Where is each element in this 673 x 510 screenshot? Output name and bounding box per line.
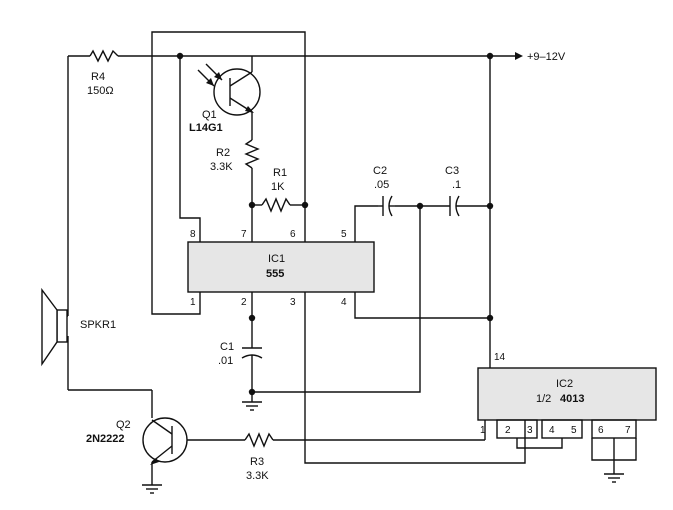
capacitor-c3 [449, 195, 490, 217]
ic2-part-label: 4013 [560, 393, 584, 405]
supply-voltage-label: +9–12V [527, 51, 566, 63]
ic1-pin-label: 6 [290, 229, 296, 240]
ground-symbol [142, 484, 162, 494]
r3-value-label: 3.3K [246, 470, 269, 482]
c2-ref-label: C2 [373, 165, 387, 177]
ic1-pin-label: 7 [241, 229, 247, 240]
c3-ref-label: C3 [445, 165, 459, 177]
transistor-q2 [142, 417, 188, 465]
ic1-pin-label: 1 [190, 297, 196, 308]
ic1-555-chip [187, 241, 375, 293]
ic1-pin-label: 3 [290, 297, 296, 308]
ground-symbol [604, 473, 624, 483]
q2-part-label: 2N2222 [86, 433, 125, 445]
ic2-pin-label: 3 [527, 425, 533, 436]
speaker-spkr1 [41, 287, 68, 367]
r1-value-label: 1K [271, 181, 285, 193]
ic2-pin14-label: 14 [494, 352, 506, 363]
resistor-r1 [261, 197, 291, 213]
r4-value-label: 150Ω [87, 85, 114, 97]
ic2-pin-label: 6 [598, 425, 604, 436]
capacitor-c2 [378, 195, 395, 217]
r3-ref-label: R3 [250, 456, 264, 468]
q2-ref-label: Q2 [116, 419, 131, 431]
ic1-pin-label: 5 [341, 229, 347, 240]
ic1-ref-label: IC1 [268, 253, 285, 265]
ic2-pin-label: 7 [625, 425, 631, 436]
spkr1-ref-label: SPKR1 [80, 319, 116, 331]
ic1-part-label: 555 [266, 268, 284, 280]
r2-ref-label: R2 [216, 147, 230, 159]
ic2-4013-chip [477, 367, 657, 421]
ic1-pin-label: 2 [241, 297, 247, 308]
ic2-pin-label: 4 [549, 425, 555, 436]
ic2-pin-boxes [496, 419, 637, 439]
ic2-pin-label: 5 [571, 425, 577, 436]
r1-ref-label: R1 [273, 167, 287, 179]
resistor-r2 [244, 139, 260, 169]
ic2-ref-label: IC2 [556, 378, 573, 390]
c1-ref-label: C1 [220, 341, 234, 353]
r2-value-label: 3.3K [210, 161, 233, 173]
resistor-r3 [244, 432, 274, 448]
q1-ref-label: Q1 [202, 109, 217, 121]
c2-value-label: .05 [374, 179, 389, 191]
phototransistor-q1 [197, 63, 261, 116]
ic2-pin-label: 2 [505, 425, 511, 436]
c3-value-label: .1 [452, 179, 461, 191]
ic1-pin-label: 4 [341, 297, 347, 308]
q1-part-label: L14G1 [189, 122, 223, 134]
resistor-r4 [89, 49, 119, 63]
ic2-part-prefix-label: 1/2 [536, 393, 551, 405]
r4-ref-label: R4 [91, 71, 105, 83]
c1-value-label: .01 [218, 355, 233, 367]
ic2-pin-label: 1 [480, 425, 486, 436]
ic1-pin-label: 8 [190, 229, 196, 240]
supply-rail [68, 52, 523, 60]
ground-symbol [242, 401, 262, 411]
